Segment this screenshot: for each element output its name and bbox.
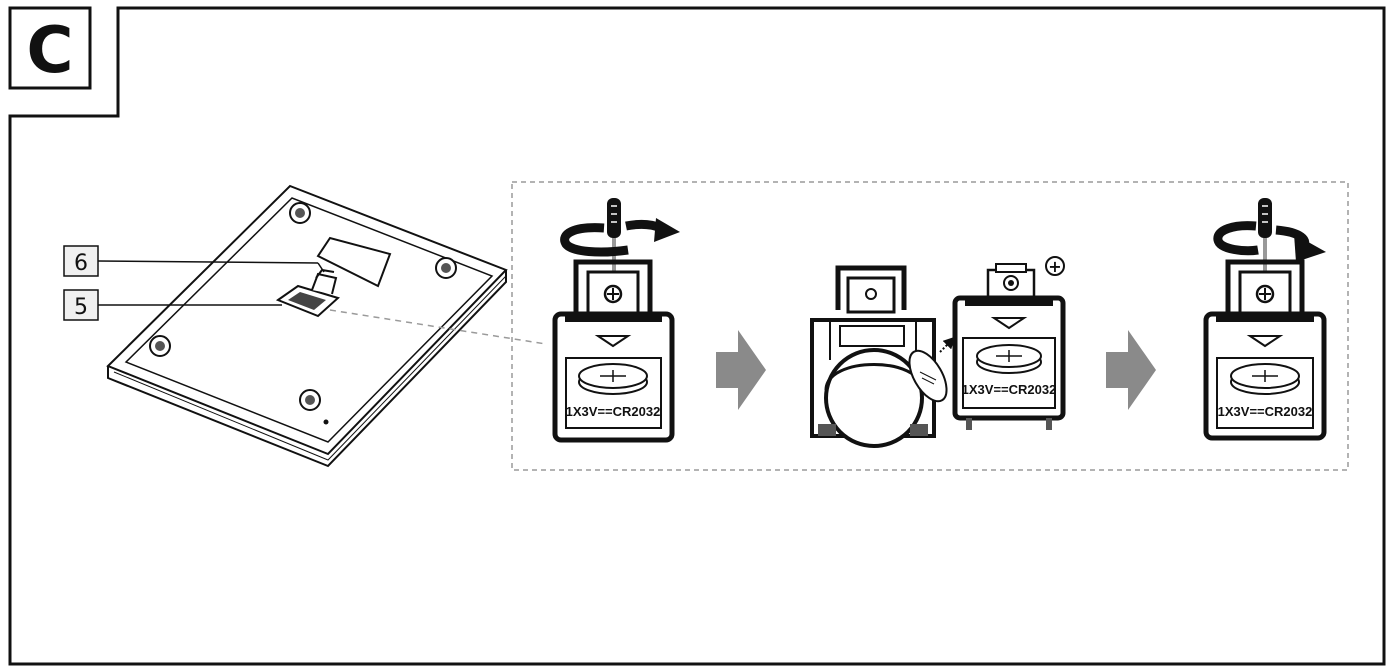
scale-foot: [149, 335, 171, 357]
scale-foot: [435, 257, 457, 279]
scale-bottom-view: [106, 184, 508, 468]
step-3-screw-back: 1X3V==CR2032: [1203, 198, 1327, 441]
arrow-right-icon: [716, 330, 766, 410]
screwdriver-icon: [1258, 198, 1272, 282]
callout-number-5: 5: [74, 295, 88, 320]
detail-frame: [511, 181, 1349, 471]
scale-foot: [289, 202, 311, 224]
scale-foot: [299, 389, 321, 411]
section-letter-box: [8, 6, 92, 90]
scale-battery-compartment: [275, 268, 340, 318]
detail-pointer-line: [329, 309, 547, 345]
step-2-replace-battery: + 1X3V==CR2032: [810, 256, 1066, 448]
step-1-unscrew: 1X3V==CR2032: [552, 198, 680, 443]
rotate-left-icon: [560, 218, 680, 257]
battery-label: 1X3V==CR2032: [1218, 404, 1313, 419]
arrow-right-icon: [1106, 330, 1156, 410]
outer-frame: [8, 6, 1386, 666]
battery-label: 1X3V==CR2032: [962, 382, 1057, 397]
rotate-right-icon: [1213, 221, 1326, 262]
callout-leader-6: [97, 260, 319, 264]
coin-cell-icon: [908, 349, 948, 403]
battery-label: 1X3V==CR2032: [566, 404, 661, 419]
callout-number-6: 6: [74, 251, 88, 276]
section-letter: C: [27, 14, 74, 88]
coin-cell-icon: [578, 363, 648, 395]
label-recess: [316, 236, 392, 288]
polarity-symbol: +: [1048, 257, 1061, 276]
coin-cell-icon: [1230, 363, 1300, 395]
coin-cell-icon: [976, 344, 1042, 374]
polarity-mark: [1045, 256, 1065, 276]
